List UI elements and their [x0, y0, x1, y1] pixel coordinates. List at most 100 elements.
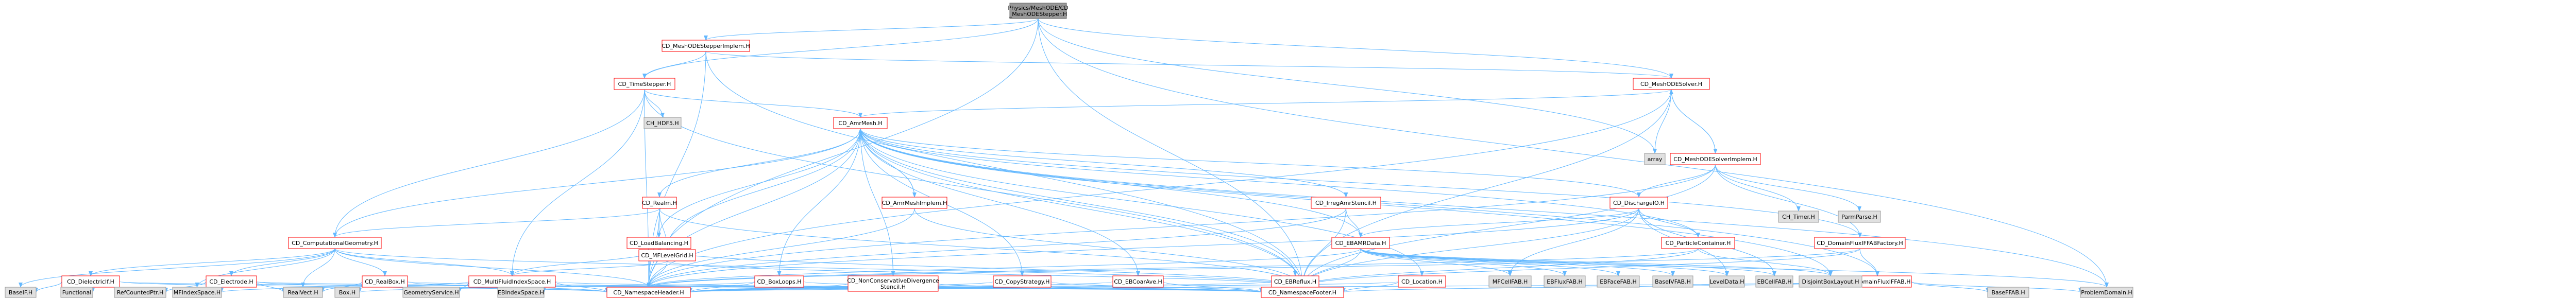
node-n39: Functional	[60, 287, 93, 298]
node-n47[interactable]: CD_NamespaceFooter.H	[1261, 287, 1344, 298]
node-n17[interactable]: CD_EBAMRData.H	[1331, 237, 1390, 249]
edge-n7-to-n12	[1715, 164, 1801, 212]
edge-n11-to-n17	[1359, 208, 1639, 238]
edge-n26-to-n47	[938, 283, 1263, 293]
node-label: CD_NonConservativeDivergence	[847, 277, 939, 284]
node-n46[interactable]: CD_NamespaceHeader.H	[606, 287, 691, 298]
edge-n22-to-n42	[256, 281, 285, 293]
edge-n2-to-n5	[644, 89, 862, 118]
edge-n7-to-n46	[647, 164, 1716, 288]
node-n45: EBIndexSpace.H	[497, 287, 545, 298]
node-n24[interactable]: CD_MultiFluidIndexSpace.H	[468, 275, 556, 288]
node-n10[interactable]: CD_IrregAmrStencil.H	[1311, 197, 1381, 209]
edge-n5-to-n16	[665, 128, 861, 250]
edge-n5-to-n8	[657, 128, 861, 198]
node-box	[833, 117, 888, 129]
node-box	[626, 237, 691, 249]
edge-n5-to-n14	[333, 128, 861, 238]
edge-n19-to-n46	[647, 248, 1860, 288]
node-n21[interactable]: CD_DielectricIf.H	[61, 275, 120, 288]
node-n41: MFIndexSpace.H	[172, 287, 222, 298]
edge-root-to-n2	[642, 18, 1039, 79]
node-box	[283, 287, 323, 298]
node-box	[614, 78, 675, 90]
node-box	[1799, 275, 1862, 288]
node-n36: EBCellFAB.H	[1755, 275, 1793, 288]
node-n2[interactable]: CD_TimeStepper.H	[614, 78, 675, 90]
node-n37: DisjointBoxLayout.H	[1799, 275, 1862, 288]
node-box	[288, 237, 382, 249]
node-n28[interactable]: CD_EBCoarAve.H	[1112, 275, 1164, 288]
node-box	[1814, 237, 1906, 249]
edge-n14-to-n22	[229, 248, 335, 276]
edge-n25-to-n43	[358, 281, 755, 293]
node-n33: EBFaceFAB.H	[1597, 275, 1640, 288]
node-box	[1261, 287, 1344, 298]
node-n16[interactable]: CD_MFLevelGrid.H	[638, 249, 696, 261]
edge-n16-to-n47	[667, 260, 1304, 288]
node-box	[1398, 275, 1446, 288]
edge-n18-to-n46	[647, 248, 1699, 288]
edge-n7-to-n47	[1300, 164, 1716, 288]
node-label: CH_Timer.H	[1782, 214, 1815, 220]
edge-n20-to-n48	[1911, 281, 1990, 293]
node-label: CD_Electrode.H	[209, 278, 253, 285]
edge-n30-to-n47	[1342, 281, 1399, 293]
node-box	[643, 117, 682, 129]
node-n9[interactable]: CD_AmrMeshImplem.H	[882, 197, 947, 209]
node-label: RealVect.H	[287, 289, 318, 296]
node-n22[interactable]: CD_Electrode.H	[206, 275, 257, 288]
node-n5[interactable]: CD_AmrMesh.H	[833, 117, 888, 129]
edge-n11-to-n31	[1508, 208, 1639, 276]
edge-n2-to-n4	[644, 89, 665, 118]
node-n11[interactable]: CD_DischargeIO.H	[1609, 197, 1668, 209]
node-n14[interactable]: CD_ComputationalGeometry.H	[288, 237, 382, 249]
node-box	[1331, 237, 1390, 249]
node-n19[interactable]: CD_DomainFluxIFFABFactory.H	[1814, 237, 1906, 249]
edge-n7-to-n3	[1669, 89, 1716, 154]
edge-n11-to-n47	[1300, 208, 1639, 288]
node-label: CD_EBCoarAve.H	[1114, 278, 1162, 285]
node-n48: BaseFFAB.H	[1987, 287, 2029, 298]
node-n30[interactable]: CD_Location.H	[1398, 275, 1446, 288]
node-label: CD_ParticleContainer.H	[1666, 240, 1731, 247]
node-n1[interactable]: CD_MeshODEStepperImplem.H	[662, 40, 750, 52]
node-box	[1009, 3, 1067, 19]
node-n23[interactable]: CD_RealBox.H	[362, 275, 408, 288]
edge-n18-to-n47	[1300, 248, 1699, 288]
edge-n5-to-n15	[657, 128, 861, 238]
edge-n5-to-n46	[647, 128, 861, 288]
node-label: CD_Realm.H	[642, 200, 677, 206]
edge-n17-to-n46	[647, 248, 1361, 288]
node-label: BaseIF.H	[9, 289, 32, 296]
node-box	[638, 249, 696, 261]
node-label: EBFluxFAB.H	[1547, 278, 1583, 285]
node-label: CD_MeshODESolverImplem.H	[1673, 156, 1757, 163]
node-n6: array	[1644, 153, 1666, 165]
node-label: EBIndexSpace.H	[498, 289, 544, 296]
node-n18[interactable]: CD_ParticleContainer.H	[1661, 237, 1735, 249]
node-n7[interactable]: CD_MeshODESolverImplem.H	[1670, 153, 1761, 165]
node-n8[interactable]: CD_Realm.H	[642, 197, 677, 209]
node-n3[interactable]: CD_MeshODESolver.H	[1633, 78, 1710, 90]
node-box	[882, 197, 947, 209]
edge-n2-to-n24	[510, 89, 645, 276]
edge-n5-to-n10	[860, 128, 1348, 198]
node-n29[interactable]: CD_EBReflux.H	[1271, 275, 1319, 288]
node-n27[interactable]: CD_CopyStrategy.H	[993, 275, 1052, 288]
edge-n17-to-n35	[1360, 248, 1729, 276]
node-n25[interactable]: CD_BoxLoops.H	[754, 275, 804, 288]
node-n15[interactable]: CD_LoadBalancing.H	[626, 237, 691, 249]
edge-n10-to-n47	[1300, 208, 1346, 288]
node-label: CD_DischargeIO.H	[1613, 200, 1665, 206]
node-label: ParmParse.H	[1841, 214, 1877, 220]
node-box	[1488, 275, 1532, 288]
node-label: DisjointBoxLayout.H	[1802, 278, 1859, 285]
node-n49: ProblemDomain.H	[2080, 287, 2133, 298]
edge-root-to-n3	[1038, 18, 1673, 79]
node-label: CD_CopyStrategy.H	[995, 278, 1050, 285]
edge-n14-to-n41	[195, 248, 335, 288]
edge-n19-to-n20	[1859, 248, 1879, 276]
node-box	[1755, 275, 1793, 288]
